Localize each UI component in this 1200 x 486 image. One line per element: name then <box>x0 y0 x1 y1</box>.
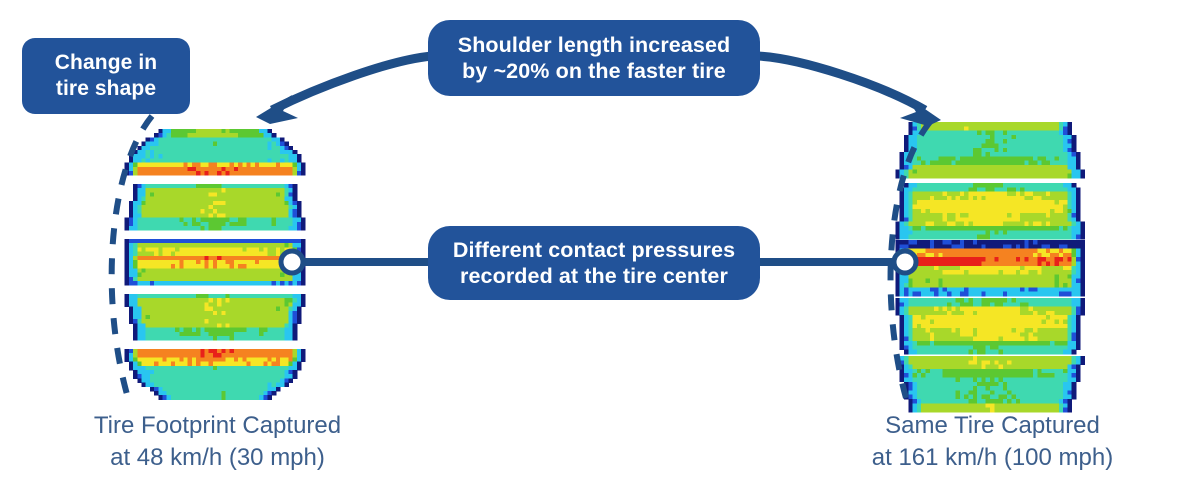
left-shoulder-arrow-shaft <box>269 51 433 115</box>
callout-contact-pressures[interactable]: Different contact pressures recorded at … <box>428 226 760 300</box>
callout-change-in-tire-shape[interactable]: Change in tire shape <box>22 38 190 114</box>
left-footprint-caption: Tire Footprint Captured at 48 km/h (30 m… <box>93 412 342 471</box>
callout-shoulder-length[interactable]: Shoulder length increased by ~20% on the… <box>428 20 760 96</box>
right-tire-shape-dashed-arc <box>887 120 933 399</box>
right-footprint-caption: Same Tire Captured at 161 km/h (100 mph) <box>871 412 1114 471</box>
callout-shoulder-length-label: Shoulder length increased by ~20% on the… <box>457 32 731 83</box>
right-tire-footprint <box>895 122 1085 413</box>
right-center-node[interactable] <box>891 248 919 276</box>
left-tire-shape-dashed-arc <box>108 114 155 399</box>
right-shoulder-arrow-head <box>900 96 941 126</box>
callout-change-in-tire-shape-label: Change in tire shape <box>54 51 158 100</box>
left-shoulder-arrow-head <box>256 95 298 124</box>
left-tire-footprint <box>124 129 306 400</box>
left-center-node[interactable] <box>278 248 306 276</box>
right-shoulder-arrow-shaft <box>756 51 928 114</box>
callout-contact-pressures-label: Different contact pressures recorded at … <box>452 237 736 288</box>
